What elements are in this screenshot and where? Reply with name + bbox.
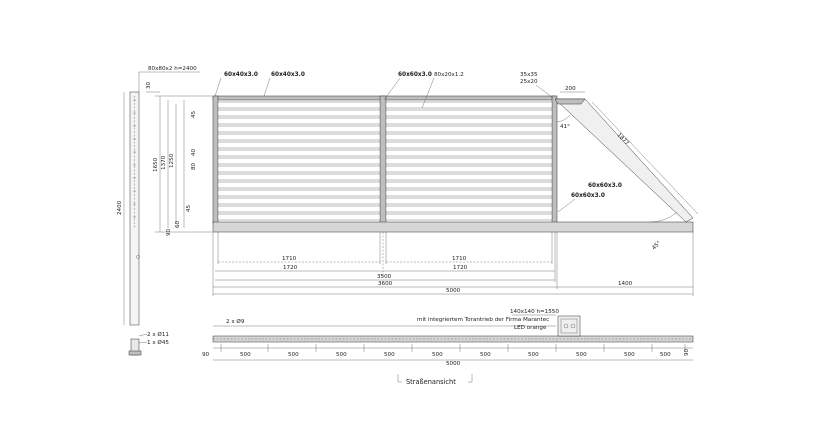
caption-bracket-right: [468, 374, 473, 383]
plan-dim-90-right: 90: [684, 348, 690, 356]
dim-1400: 1400: [618, 281, 633, 287]
segment-10: 500: [660, 352, 671, 358]
dim-45-top: 45: [191, 110, 197, 118]
angle-45-label: 45°: [651, 240, 662, 251]
dim-45-bottom: 45: [186, 204, 192, 212]
dim-3600: 3600: [378, 281, 393, 287]
post-view: 80x80x2 h=2400 30 2400 1650 1370 1250 45…: [117, 66, 212, 356]
profile-lamella-label: 80x20x1.2: [434, 72, 464, 78]
drive-unit: [557, 315, 581, 337]
segment-9: 500: [624, 352, 635, 358]
segment-6: 500: [480, 352, 491, 358]
bottom-beam: [212, 221, 694, 233]
profile-mid-label: 60x60x3.0: [398, 72, 432, 78]
holes-label: 2 x Ø9: [226, 318, 245, 325]
drive-led-2: [570, 323, 576, 329]
dim-1250: 1250: [169, 153, 175, 168]
drive-label-3: LED orange: [514, 325, 547, 331]
drive-label-2: mit integriertem Torantrieb der Firma Ma…: [417, 317, 549, 323]
dim-40: 40: [191, 148, 197, 156]
gate-elevation: 60x40x3.0 60x40x3.0 60x60x3.0 80x20x1.2 …: [212, 72, 699, 296]
foot-label-1: 2 x Ø11: [147, 331, 169, 338]
brace-profile-label-1: 60x60x3.0: [588, 183, 622, 189]
dim-1710-left: 1710: [282, 256, 297, 262]
dim-30: 30: [146, 81, 152, 89]
profile-top-label: 60x40x3.0: [271, 72, 305, 78]
dim-5000: 5000: [446, 288, 461, 294]
foot-label-2: 1 x Ø45: [147, 339, 169, 346]
middle-frame-post: [379, 95, 387, 225]
diagonal-brace: [554, 98, 694, 223]
post-profile-label: 80x80x2 h=2400: [148, 66, 197, 72]
plan-total: 5000: [446, 361, 461, 367]
dim-1720-right: 1720: [453, 265, 468, 271]
segment-5: 500: [432, 352, 443, 358]
angle-45-arc: [649, 211, 678, 223]
corner-profile-label-1: 35x35: [520, 72, 538, 78]
segment-7: 500: [528, 352, 539, 358]
post-foot-plate: [128, 350, 142, 356]
dim-200: 200: [565, 86, 576, 92]
post-hole-circle: [136, 255, 140, 259]
plan-dim-90-left: 90: [202, 352, 210, 358]
dim-1650: 1650: [153, 157, 159, 172]
dim-1710-right: 1710: [452, 256, 467, 262]
segment-1: 500: [240, 352, 251, 358]
view-caption: Straßenansicht: [406, 378, 456, 386]
corner-profile-label-2: 25x20: [520, 79, 538, 85]
lamellas-left: [217, 101, 381, 221]
drive-unit-inner: [560, 318, 578, 334]
dim-3500: 3500: [377, 274, 392, 280]
segment-4: 500: [384, 352, 395, 358]
segment-8: 500: [576, 352, 587, 358]
segment-3: 500: [336, 352, 347, 358]
brace-profile-label-2: 60x60x3.0: [571, 193, 605, 199]
left-frame-post: [212, 95, 219, 225]
profile-left-label: 60x40x3.0: [224, 72, 258, 78]
drive-label-1: 140x140 h=1550: [510, 309, 559, 315]
brace-top-cap: [554, 98, 586, 105]
dim-1720-left: 1720: [283, 265, 298, 271]
plan-view: 2 x Ø9 140x140 h=1550 mit integriertem T…: [202, 309, 694, 386]
dim-80: 80: [191, 162, 197, 170]
angle-41-label: 41°: [560, 124, 570, 130]
caption-bracket-left: [397, 374, 402, 383]
segment-2: 500: [288, 352, 299, 358]
dim-60: 60: [175, 220, 181, 228]
plan-segments: 500 500 500 500 500 500 500 500 500 500 …: [202, 344, 693, 367]
dimension-chains: 1710 1710 1720 1720 3500 3600 1400 5000: [212, 232, 694, 296]
dim-2400: 2400: [117, 200, 123, 215]
right-frame-post: [551, 95, 558, 225]
dim-90: 90: [166, 228, 172, 236]
lamellas-right: [385, 101, 553, 221]
drive-led-1: [563, 323, 569, 329]
post-holes: [133, 99, 136, 218]
angle-41-arc: [556, 114, 571, 123]
dim-1370: 1370: [161, 155, 167, 170]
